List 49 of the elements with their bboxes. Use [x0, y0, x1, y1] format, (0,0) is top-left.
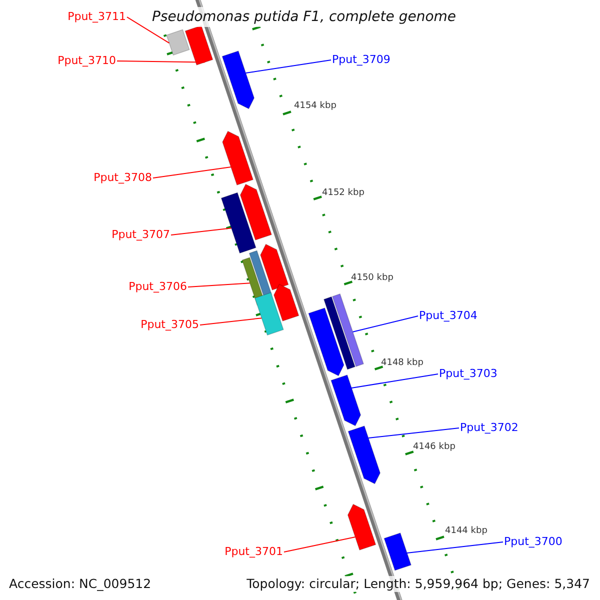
gene-bar [166, 29, 190, 56]
gene-block [347, 504, 376, 551]
gene-label: Pput_3702 [460, 420, 518, 436]
leader-line [352, 316, 418, 332]
gene-label: Pput_3703 [439, 366, 498, 382]
gene-bar [248, 250, 272, 298]
leader-line [245, 60, 332, 74]
accession-text: Accession: NC_009512 [9, 576, 152, 592]
genome-summary-text: Topology: circular; Length: 5,959,964 bp; Genes: 5,347 [246, 576, 590, 592]
gene-label: Pput_3709 [332, 52, 390, 68]
gene-label: Pput_3701 [224, 544, 283, 560]
gene-block [273, 284, 300, 322]
gene-label: Pput_3704 [419, 308, 478, 324]
leader-line [116, 60, 206, 63]
leader-line [406, 542, 504, 554]
gene-block [240, 184, 272, 241]
leader-line [188, 282, 250, 288]
gene-bar [220, 192, 256, 254]
leader-line [170, 228, 232, 236]
gene-block [184, 25, 214, 66]
gene-block [222, 130, 254, 186]
gene-block [348, 425, 381, 484]
gene-block [384, 532, 412, 571]
gene-label: Pput_3707 [112, 227, 170, 243]
tick-label: 4148 kbp [381, 357, 424, 369]
gene-bar [332, 293, 364, 367]
gene-label: Pput_3711 [68, 9, 126, 25]
gene-block [308, 307, 344, 376]
leader-line [200, 318, 262, 326]
leader-line [284, 536, 356, 552]
gene-label: Pput_3700 [504, 534, 562, 550]
gene-block [330, 374, 362, 426]
gene-block [222, 50, 255, 110]
gene-label: Pput_3708 [94, 170, 152, 186]
tick-label: 4144 kbp [445, 525, 488, 537]
leader-line [152, 166, 232, 178]
gene-label: Pput_3706 [128, 279, 187, 295]
gene-block [260, 244, 289, 291]
leader-line [351, 374, 438, 388]
tick-label: 4150 kbp [351, 272, 394, 284]
tick-label: 4152 kbp [322, 187, 364, 199]
leader-line [368, 428, 460, 438]
gene-label: Pput_3705 [140, 317, 199, 333]
leader-line [126, 16, 170, 44]
tick-label: 4154 kbp [294, 100, 336, 112]
gene-label: Pput_3710 [58, 53, 116, 69]
gene-bar [323, 296, 356, 370]
tick-label: 4146 kbp [413, 441, 456, 453]
gene-bar [254, 292, 284, 336]
